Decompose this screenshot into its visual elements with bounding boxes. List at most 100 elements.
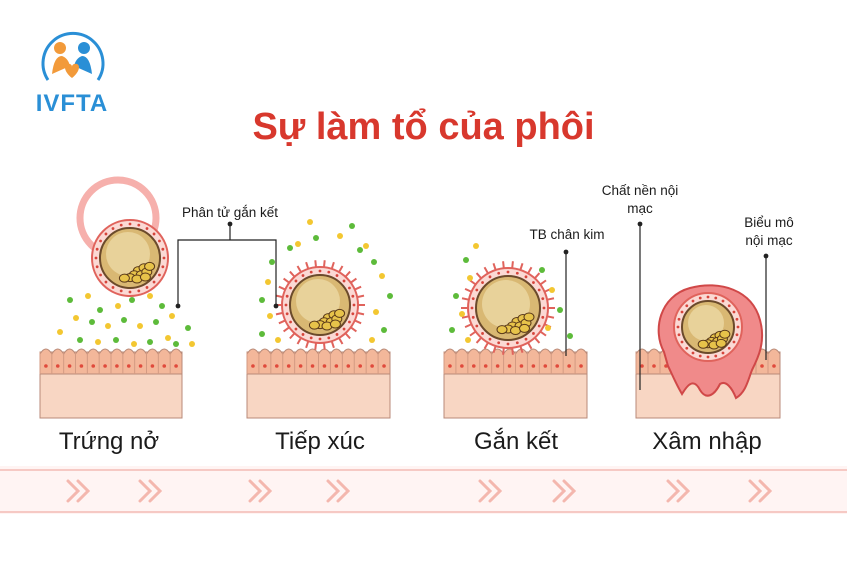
trophoblast-spike bbox=[338, 265, 344, 273]
trophoblast-nucleus bbox=[532, 332, 535, 335]
cell-nucleus bbox=[91, 364, 96, 368]
trophoblast-nucleus bbox=[727, 346, 731, 350]
trophoblast-spike bbox=[492, 345, 497, 354]
molecule-dot bbox=[267, 313, 273, 319]
trophoblast-spike bbox=[483, 266, 489, 274]
cell-nucleus bbox=[555, 364, 560, 368]
blastocoel-highlight bbox=[296, 279, 340, 323]
trophoblast-nucleus bbox=[685, 346, 689, 350]
trophoblast-nucleus bbox=[691, 299, 695, 303]
trophoblast-nucleus bbox=[104, 232, 108, 236]
trophoblast-nucleus bbox=[327, 336, 331, 340]
molecule-dot bbox=[357, 247, 363, 253]
cell-nucleus bbox=[495, 364, 500, 368]
trophoblast-nucleus bbox=[691, 351, 695, 355]
trophoblast-spike bbox=[330, 261, 335, 270]
chevron-icon bbox=[258, 479, 273, 503]
trophoblast-nucleus bbox=[285, 294, 289, 298]
cell-nucleus bbox=[370, 364, 374, 368]
chevron-icon bbox=[676, 479, 691, 503]
molecule-dot bbox=[115, 303, 121, 309]
trophoblast-spike bbox=[519, 262, 524, 271]
molecule-dot bbox=[113, 337, 119, 343]
cell-nucleus bbox=[358, 364, 363, 368]
trophoblast-spike bbox=[502, 261, 505, 269]
trophoblast-spike bbox=[475, 272, 482, 279]
trophoblast-nucleus bbox=[735, 317, 739, 321]
stage-label-attachment: Gắn kết bbox=[473, 428, 559, 455]
chevron-icon bbox=[138, 479, 153, 503]
embryo-attachment bbox=[461, 261, 555, 355]
trophoblast-nucleus bbox=[481, 332, 484, 335]
molecule-dot bbox=[549, 287, 555, 293]
cell-nucleus bbox=[640, 364, 644, 368]
trophoblast-nucleus bbox=[706, 355, 710, 359]
cell-nucleus bbox=[150, 364, 155, 368]
blastocoel-highlight bbox=[482, 280, 530, 328]
cell-nucleus bbox=[760, 364, 764, 368]
leader-dot bbox=[563, 249, 569, 255]
trophoblast-spike bbox=[338, 337, 344, 345]
trophoblast-nucleus bbox=[677, 317, 681, 321]
inner-cell bbox=[496, 325, 508, 335]
leader-line-adhesion bbox=[177, 239, 277, 304]
cell-nucleus bbox=[55, 364, 60, 368]
molecule-dot bbox=[369, 337, 375, 343]
molecule-dot bbox=[373, 309, 379, 315]
annotation-endometrial-epithelium: Biểu mô nội mạc bbox=[744, 215, 794, 248]
trophoblast-spike bbox=[461, 297, 470, 301]
chevron-icon bbox=[326, 479, 341, 503]
cell-nucleus bbox=[322, 364, 327, 368]
molecule-dot bbox=[73, 315, 79, 321]
trophoblast-spike bbox=[322, 342, 326, 350]
trophoblast-nucleus bbox=[735, 333, 739, 337]
trophoblast-spike bbox=[350, 326, 357, 333]
logo: IVFTA bbox=[26, 28, 118, 124]
molecule-dot bbox=[459, 311, 465, 317]
cell-nucleus bbox=[298, 364, 303, 368]
cell-nucleus bbox=[103, 364, 107, 368]
cell-nucleus bbox=[652, 364, 656, 368]
trophoblast-spike bbox=[464, 323, 472, 329]
molecule-dot bbox=[189, 341, 195, 347]
molecule-dot bbox=[539, 267, 545, 273]
trophoblast-nucleus bbox=[488, 275, 492, 279]
molecule-dot bbox=[173, 341, 179, 347]
trophoblast-spike bbox=[469, 279, 477, 286]
leader-dot bbox=[273, 303, 279, 309]
trophoblast-spike bbox=[278, 319, 286, 325]
chevron-icon bbox=[148, 479, 163, 503]
trophoblast-spike bbox=[314, 260, 318, 268]
trophoblast-nucleus bbox=[158, 273, 161, 277]
trophoblast-spike bbox=[539, 279, 547, 286]
molecule-dot bbox=[85, 293, 91, 299]
trophoblast-nucleus bbox=[289, 286, 292, 290]
chevron-icon bbox=[562, 479, 577, 503]
trophoblast-nucleus bbox=[285, 312, 289, 316]
inner-cell bbox=[329, 319, 341, 329]
trophoblast-spike bbox=[502, 347, 505, 355]
trophoblast-nucleus bbox=[706, 295, 710, 299]
family-heart-icon bbox=[41, 31, 105, 81]
molecule-dot bbox=[463, 257, 469, 263]
trophoblast-spike bbox=[539, 330, 547, 337]
trophoblast-nucleus bbox=[145, 227, 149, 230]
chevron-icon bbox=[478, 479, 493, 503]
tissue-hatching bbox=[39, 348, 183, 419]
chevron-icon bbox=[748, 479, 763, 503]
inner-cell bbox=[334, 308, 346, 318]
trophoblast-spike bbox=[296, 265, 302, 273]
cell-nucleus bbox=[531, 364, 536, 368]
trophoblast-nucleus bbox=[497, 271, 501, 275]
chevron-icon bbox=[666, 479, 681, 503]
chevron-icon bbox=[488, 479, 503, 503]
cell-nucleus bbox=[543, 364, 548, 368]
trophoblast-nucleus bbox=[542, 306, 546, 310]
trophoblast-nucleus bbox=[104, 280, 108, 284]
trophoblast-spike bbox=[354, 285, 362, 291]
embryo-contact bbox=[275, 260, 365, 350]
trophoblast-spike bbox=[275, 311, 284, 316]
cell-nucleus bbox=[772, 364, 776, 368]
trophoblast-nucleus bbox=[284, 303, 288, 307]
trophoblast-nucleus bbox=[327, 270, 331, 274]
